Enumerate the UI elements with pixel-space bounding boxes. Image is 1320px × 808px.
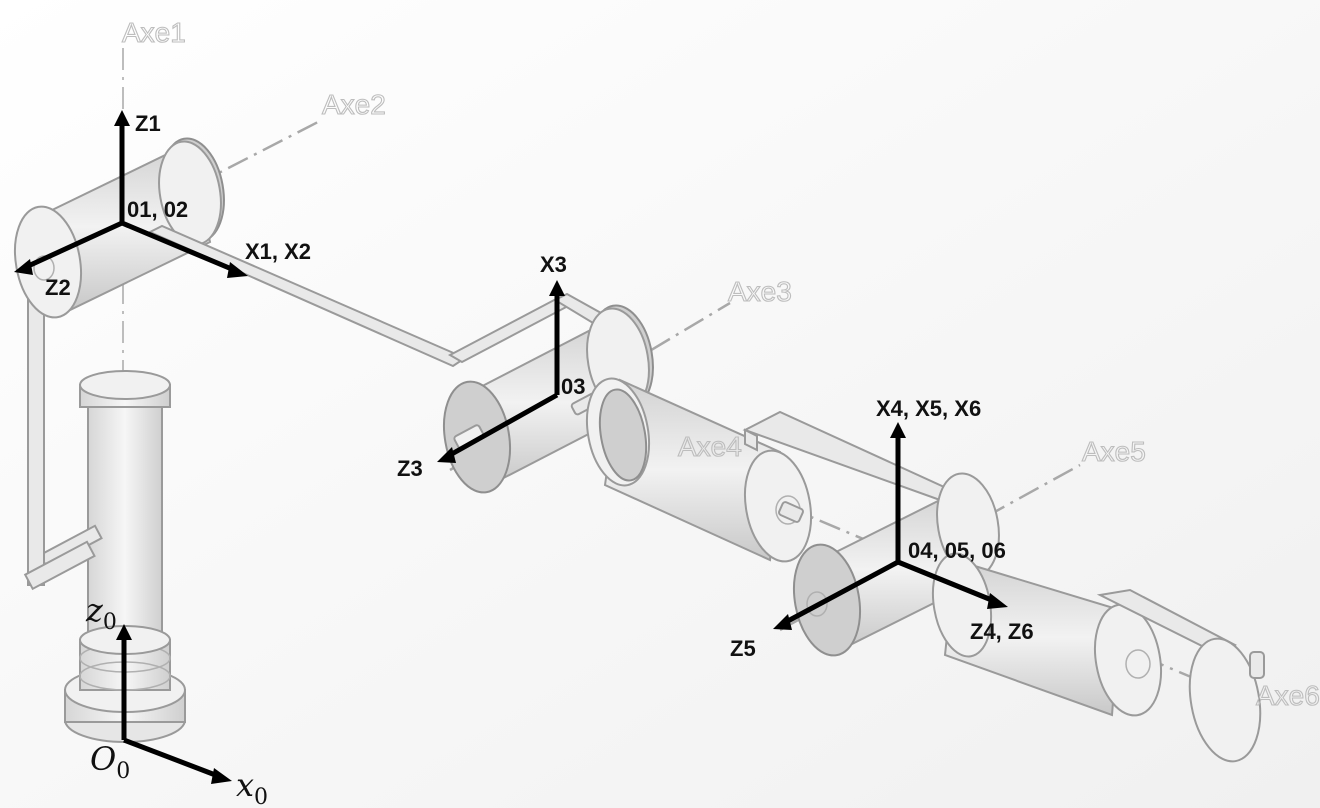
z5-arrow bbox=[784, 559, 900, 625]
o4-o5-o6-label: 04, 05, 06 bbox=[908, 538, 1006, 563]
x0-label: x0 bbox=[236, 766, 268, 808]
frame-1-2: Z1 01, 02 X1, X2 Z2 bbox=[14, 110, 311, 300]
z3-arrowhead bbox=[437, 447, 456, 463]
axe5-label: Axe5 bbox=[1082, 436, 1146, 467]
x1-x2-arrowhead bbox=[227, 262, 248, 278]
z2-arrow bbox=[24, 220, 124, 270]
x4-x5-x6-label: X4, X5, X6 bbox=[876, 396, 981, 421]
x1-x2-label: X1, X2 bbox=[245, 239, 311, 264]
x3-label: X3 bbox=[540, 252, 567, 277]
z3-arrow bbox=[448, 392, 559, 458]
z4-z6-label: Z4, Z6 bbox=[970, 619, 1034, 644]
o3-label: 03 bbox=[561, 374, 585, 399]
z1-label: Z1 bbox=[135, 111, 161, 136]
axe1-label: Axe1 bbox=[122, 17, 186, 48]
z1-arrowhead bbox=[114, 110, 130, 126]
frame-3: X3 03 Z3 bbox=[397, 252, 585, 481]
axis-names: Axe1 Axe2 Axe3 Axe4 Axe5 Axe6 bbox=[121, 16, 1320, 711]
o1-o2-label: 01, 02 bbox=[127, 197, 188, 222]
forearm-joint bbox=[586, 377, 812, 563]
z2-arrowhead bbox=[14, 259, 33, 275]
z5-arrowhead bbox=[773, 614, 792, 630]
axe6-label: Axe6 bbox=[1256, 680, 1320, 711]
z0-arrowhead bbox=[116, 624, 132, 640]
axe3-label: Axe3 bbox=[728, 276, 792, 307]
x4-x5-x6-arrowhead bbox=[890, 422, 906, 438]
x1-x2-arrow bbox=[121, 220, 235, 273]
z5-label: Z5 bbox=[730, 636, 756, 661]
z2-label: Z2 bbox=[45, 275, 71, 300]
link-1-rod bbox=[23, 284, 96, 591]
axe4-label: Axe4 bbox=[678, 431, 742, 462]
z3-label: Z3 bbox=[397, 456, 423, 481]
frame-4-5-6: X4, X5, X6 04, 05, 06 Z4, Z6 Z5 bbox=[730, 396, 1034, 661]
x0-arrowhead bbox=[211, 768, 232, 784]
x0-arrow bbox=[123, 737, 219, 779]
x3-arrowhead bbox=[549, 280, 565, 296]
base-frame: z0 O0 x0 bbox=[85, 591, 268, 808]
z4-z6-arrowhead bbox=[987, 593, 1008, 609]
z4-z6-arrow bbox=[897, 559, 995, 604]
o0-label: O0 bbox=[90, 740, 130, 784]
axe2-label: Axe2 bbox=[322, 89, 386, 120]
z0-label: z0 bbox=[85, 591, 117, 635]
